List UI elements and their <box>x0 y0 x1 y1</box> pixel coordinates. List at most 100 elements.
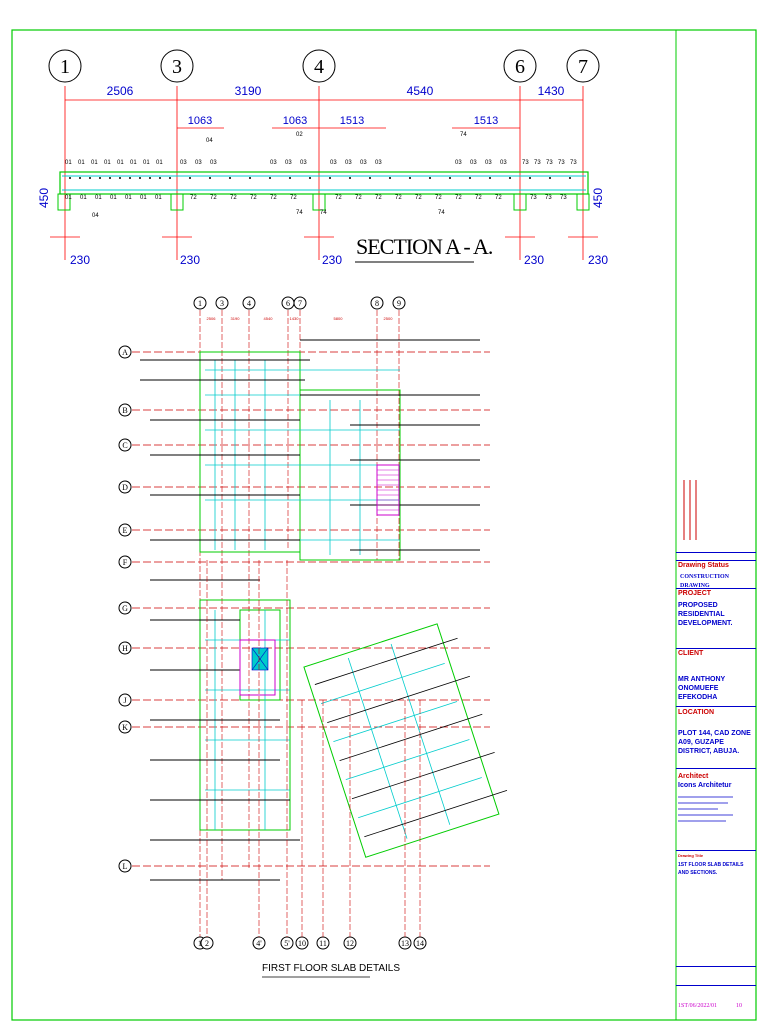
section-subdim-1: 1063 <box>188 115 212 127</box>
svg-text:10: 10 <box>298 939 306 948</box>
svg-text:03: 03 <box>270 160 277 166</box>
location-value: PLOT 144, CAD ZONE A09, GUZAPE DISTRICT,… <box>678 730 751 755</box>
svg-text:72: 72 <box>415 195 422 201</box>
section-subdim-3: 1513 <box>340 115 364 127</box>
svg-text:72: 72 <box>230 195 237 201</box>
svg-text:03: 03 <box>455 160 462 166</box>
svg-text:4: 4 <box>247 299 251 308</box>
svg-text:72: 72 <box>455 195 462 201</box>
section-dim-3: 4540 <box>407 84 434 98</box>
note-02: 02 <box>296 132 303 138</box>
title-block: Drawing Status CONSTRUCTION DRAWING PROJ… <box>676 30 756 1020</box>
slab-plan: 1 3 4 6 7 8 9 2506 3190 4540 1430 5800 2… <box>118 296 508 978</box>
svg-text:72: 72 <box>395 195 402 201</box>
plan-row-bubbles: A B C D E F G H J K L <box>118 345 132 873</box>
section-bubble-6: 6 <box>515 56 525 78</box>
svg-text:01: 01 <box>143 160 150 166</box>
svg-text:3190: 3190 <box>231 316 241 321</box>
svg-text:04: 04 <box>92 213 99 219</box>
drawing-status-label: Drawing Status <box>678 562 729 569</box>
svg-text:G: G <box>122 604 128 613</box>
svg-text:4': 4' <box>256 939 262 948</box>
svg-text:01: 01 <box>80 195 87 201</box>
svg-text:12: 12 <box>346 939 354 948</box>
location-cell: LOCATION PLOT 144, CAD ZONE A09, GUZAPE … <box>676 706 756 767</box>
svg-text:2500: 2500 <box>384 316 394 321</box>
svg-text:6: 6 <box>286 299 290 308</box>
project-name: PROPOSED RESIDENTIAL DEVELOPMENT. <box>678 602 733 627</box>
svg-text:D: D <box>122 483 128 492</box>
project-label: PROJECT <box>678 590 712 597</box>
section-a-a: 1 3 4 6 7 2506 3190 4540 1430 1063 1063 <box>37 49 608 267</box>
section-dim-1: 2506 <box>107 84 134 98</box>
svg-text:72: 72 <box>270 195 277 201</box>
svg-text:01: 01 <box>140 195 147 201</box>
sheet-ref-cell: 1ST/06/2022/01 10 <box>676 985 756 1016</box>
svg-text:72: 72 <box>250 195 257 201</box>
svg-text:H: H <box>122 644 128 653</box>
svg-text:01: 01 <box>156 160 163 166</box>
svg-text:01: 01 <box>104 160 111 166</box>
sheet-ref: 1ST/06/2022/01 <box>678 1003 718 1009</box>
svg-text:72: 72 <box>355 195 362 201</box>
svg-text:14: 14 <box>416 939 424 948</box>
svg-text:73: 73 <box>530 195 537 201</box>
drawing-title-label: Drawing Title <box>678 853 704 858</box>
svg-text:72: 72 <box>335 195 342 201</box>
client-label: CLIENT <box>678 650 704 657</box>
plan-title: FIRST FLOOR SLAB DETAILS <box>262 963 400 974</box>
svg-text:A: A <box>122 348 128 357</box>
section-slab <box>59 171 589 195</box>
svg-text:73: 73 <box>546 160 553 166</box>
bar-mark-73: 73 <box>522 160 529 166</box>
svg-text:01: 01 <box>130 160 137 166</box>
svg-text:2: 2 <box>205 939 209 948</box>
svg-text:2506: 2506 <box>207 316 217 321</box>
svg-text:72: 72 <box>475 195 482 201</box>
svg-text:03: 03 <box>360 160 367 166</box>
svg-text:1: 1 <box>198 299 202 308</box>
section-bubble-7: 7 <box>578 56 588 78</box>
section-bubble-3: 3 <box>172 56 182 78</box>
svg-text:01: 01 <box>78 160 85 166</box>
plan-top-bubbles: 1 3 4 6 7 8 9 <box>193 296 406 310</box>
plan-bottom-bubbles: 1 2 4' 5' 10 11 12 13 14 <box>193 936 427 950</box>
svg-text:72: 72 <box>290 195 297 201</box>
bar-mark-01: 01 <box>65 160 72 166</box>
architect-cell: Architect Icons Architetur <box>676 768 756 851</box>
svg-text:72: 72 <box>210 195 217 201</box>
svg-text:72: 72 <box>435 195 442 201</box>
svg-text:74: 74 <box>320 210 327 216</box>
drawing-status: CONSTRUCTION DRAWING <box>680 574 730 589</box>
svg-text:1: 1 <box>198 939 202 948</box>
svg-text:C: C <box>122 441 127 450</box>
svg-text:72: 72 <box>375 195 382 201</box>
svg-text:01: 01 <box>117 160 124 166</box>
project-cell: PROJECT PROPOSED RESIDENTIAL DEVELOPMENT… <box>676 588 756 649</box>
svg-text:4540: 4540 <box>264 316 274 321</box>
architect-label: Architect <box>678 773 709 780</box>
svg-text:F: F <box>123 558 128 567</box>
sheet-number: 10 <box>736 1003 742 1009</box>
svg-text:5': 5' <box>284 939 290 948</box>
section-dim-2: 3190 <box>235 84 262 98</box>
svg-text:73: 73 <box>534 160 541 166</box>
svg-text:3: 3 <box>220 299 224 308</box>
section-bubble-4: 4 <box>314 56 324 78</box>
support-230-1: 230 <box>70 253 90 267</box>
support-230-3: 230 <box>322 253 342 267</box>
section-bubble-1: 1 <box>60 56 70 78</box>
svg-text:03: 03 <box>345 160 352 166</box>
svg-text:03: 03 <box>485 160 492 166</box>
architect-details <box>678 793 754 824</box>
svg-text:73: 73 <box>570 160 577 166</box>
svg-text:7: 7 <box>298 299 302 308</box>
svg-text:01: 01 <box>125 195 132 201</box>
svg-text:72: 72 <box>495 195 502 201</box>
section-subdim-2: 1063 <box>283 115 307 127</box>
svg-text:1430: 1430 <box>290 316 300 321</box>
svg-text:74: 74 <box>296 210 303 216</box>
svg-text:03: 03 <box>330 160 337 166</box>
section-grid-bubbles: 1 3 4 6 7 <box>48 49 600 83</box>
support-230-5: 230 <box>588 253 608 267</box>
